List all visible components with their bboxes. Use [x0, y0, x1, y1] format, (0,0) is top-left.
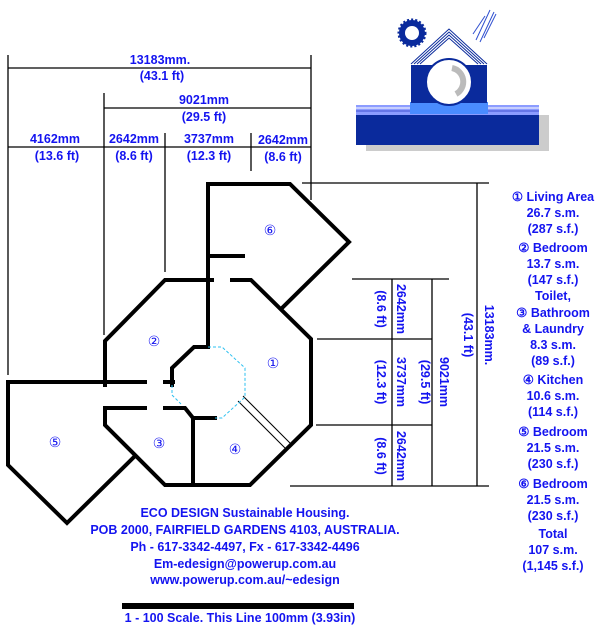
dim-top-seg-ft: (13.6 ft) [35, 149, 79, 163]
legend-line: (114 s.f.) [528, 405, 578, 419]
legend-line: Toilet, [535, 289, 571, 303]
room-4-label: ④ [229, 442, 242, 458]
legend-line: & Laundry [522, 322, 584, 336]
scale-bar [122, 603, 354, 609]
legend-line: 26.7 s.m. [527, 206, 580, 220]
dim-top-seg-mm: 2642mm [109, 132, 159, 146]
legend-line: 8.3 s.m. [530, 338, 576, 352]
sun-icon [397, 18, 427, 48]
legend-line: ④ Kitchen [523, 373, 584, 387]
walls [6, 182, 352, 526]
dim-right-sub-mm: 9021mm [437, 357, 451, 407]
dim-top-seg-ft: (8.6 ft) [264, 150, 302, 164]
dim-right-seg-ft: (8.6 ft) [374, 437, 388, 475]
legend-line: ⑥ Bedroom [518, 477, 588, 491]
dim-top-seg-ft: (8.6 ft) [115, 149, 153, 163]
dim-top-total-mm: 13183mm. [130, 53, 190, 67]
legend-line: 21.5 s.m. [527, 493, 580, 507]
room-6-label: ⑥ [264, 223, 277, 239]
legend-line: (230 s.f.) [528, 457, 579, 471]
legend-line: Total [539, 527, 568, 541]
dim-right-total-ft: (43.1 ft) [461, 313, 475, 357]
footer-website: www.powerup.com.au/~edesign [149, 573, 340, 587]
room-1-label: ① [267, 356, 280, 372]
room-legend: ① Living Area 26.7 s.m. (287 s.f.) ② Bedroo… [512, 190, 595, 573]
dim-top-seg-ft: (12.3 ft) [187, 149, 231, 163]
footer-line: ECO DESIGN Sustainable Housing. [140, 506, 349, 520]
legend-line: (147 s.f.) [528, 273, 579, 287]
scale-label: 1 - 100 Scale. This Line 100mm (3.93in) [125, 611, 356, 625]
legend-line: (89 s.f.) [531, 354, 575, 368]
legend-line: ⑤ Bedroom [518, 425, 588, 439]
legend-line: ② Bedroom [518, 241, 588, 255]
legend-line: 10.6 s.m. [527, 389, 580, 403]
legend-line: 21.5 s.m. [527, 441, 580, 455]
legend-line: 107 s.m. [528, 543, 577, 557]
footer-line: POB 2000, FAIRFIELD GARDENS 4103, AUSTRA… [90, 523, 399, 537]
right-dimension-lines [290, 182, 489, 487]
eco-design-logo [356, 9, 549, 151]
dim-right-seg-mm: 3737mm [394, 357, 408, 407]
legend-line: ① Living Area [512, 190, 595, 204]
right-dimension-labels: 13183mm. (43.1 ft) 9021mm (29.5 ft) 2642… [374, 284, 496, 481]
dim-right-seg-mm: 2642mm [394, 284, 408, 334]
central-skylight-outline [208, 346, 246, 419]
dim-top-sub-ft: (29.5 ft) [182, 110, 226, 124]
room-2-label: ② [148, 334, 161, 350]
dim-top-seg-mm: 3737mm [184, 132, 234, 146]
legend-line: ③ Bathroom [516, 306, 590, 320]
stairs [237, 395, 292, 450]
room-3-label: ③ [153, 436, 166, 452]
contact-info: ECO DESIGN Sustainable Housing. POB 2000… [90, 506, 399, 587]
dim-right-seg-mm: 2642mm [394, 431, 408, 481]
dim-right-seg-ft: (12.3 ft) [374, 360, 388, 404]
dim-top-seg-mm: 4162mm [30, 132, 80, 146]
legend-line: (230 s.f.) [528, 509, 579, 523]
top-dimension-lines [7, 55, 312, 375]
legend-line: (287 s.f.) [528, 222, 579, 236]
dim-right-seg-ft: (8.6 ft) [374, 290, 388, 328]
room-labels: ① ② ③ ④ ⑤ ⑥ [49, 223, 280, 458]
legend-line: (1,145 s.f.) [522, 559, 583, 573]
dim-top-seg-mm: 2642mm [258, 133, 308, 147]
top-dimension-labels: 13183mm. (43.1 ft) 9021mm (29.5 ft) 4162… [30, 53, 308, 164]
rain-icon [472, 9, 497, 43]
dim-right-total-mm: 13183mm. [482, 305, 496, 365]
dim-right-sub-ft: (29.5 ft) [418, 360, 432, 404]
footer-line: Ph - 617-3342-4497, Fx - 617-3342-4496 [130, 540, 359, 554]
room-5-label: ⑤ [49, 435, 62, 451]
dim-top-sub-mm: 9021mm [179, 93, 229, 107]
dim-top-total-ft: (43.1 ft) [140, 69, 184, 83]
central-skylight-outline-left [171, 385, 182, 405]
footer-email: Em-edesign@powerup.com.au [154, 557, 336, 571]
legend-line: 13.7 s.m. [527, 257, 580, 271]
